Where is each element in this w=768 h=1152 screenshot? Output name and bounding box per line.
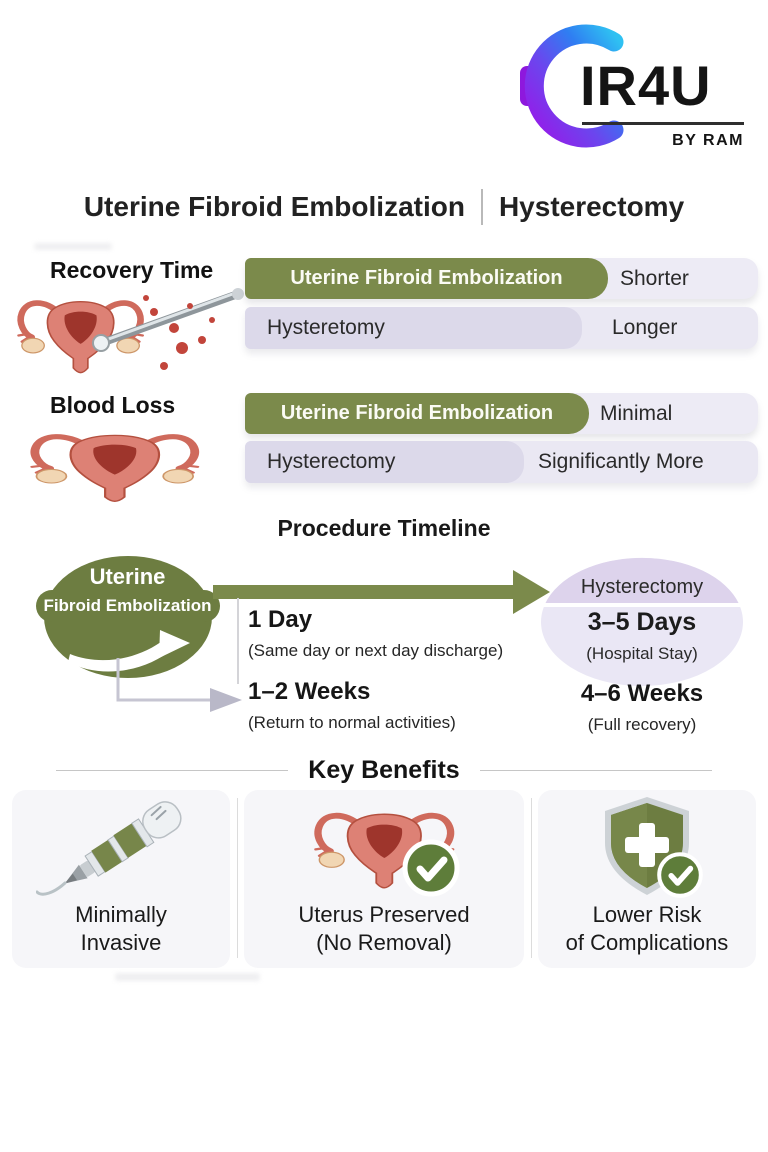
uterus-check-icon [244, 794, 524, 900]
hysterectomy-node-shape [538, 557, 746, 686]
ufe-node-subtitle: Fibroid Embolization [43, 596, 212, 615]
ufe-node-title: Uterine [89, 564, 166, 589]
timeline-arrow-icon [213, 570, 550, 614]
swoosh-arrow-icon [68, 630, 190, 672]
hysterectomy-bar: Hysterectomy [245, 441, 524, 483]
ufe-stage1: 1 Day (Same day or next day discharge) [248, 606, 503, 661]
benefit-label-line1: Minimally [75, 902, 167, 927]
page-title-right: Hysterectomy [498, 191, 685, 222]
collage-shadow [34, 243, 112, 250]
hysterectomy-stage2-caption: (Full recovery) [587, 715, 697, 734]
collage-shadow [115, 973, 260, 981]
ufe-bar-value: Minimal [600, 401, 673, 425]
hysterectomy-node-title: Hysterectomy [580, 576, 704, 598]
heading-rule-right [479, 770, 712, 771]
benefit-label: Minimally Invasive [12, 901, 230, 956]
hysterectomy-stage1-caption: (Hospital Stay) [586, 644, 698, 663]
benefit-label: Uterus Preserved (No Removal) [244, 901, 524, 956]
ufe-stage2: 1–2 Weeks (Return to normal activities) [248, 678, 456, 733]
catheter-device-icon [12, 794, 230, 900]
ufe-stage2-value: 1–2 Weeks [248, 678, 371, 705]
comparison-recovery-time: Recovery Time Uterine Fibroid Embolizati… [0, 248, 768, 382]
heading-rule-left [56, 770, 289, 771]
ufe-stage1-caption: (Same day or next day discharge) [248, 641, 504, 660]
logo-underline [582, 122, 744, 125]
key-benefits-heading: Key Benefits [308, 756, 460, 784]
key-benefits-heading-row: Key Benefits [0, 756, 768, 785]
benefit-label-line1: Uterus Preserved [298, 902, 470, 927]
ufe-bar: Uterine Fibroid Embolization [245, 393, 589, 434]
hysterectomy-timeline-node: Hysterectomy 3–5 Days (Hospital Stay) [538, 556, 746, 688]
shield-check-icon [538, 794, 756, 900]
uterus-catheter-icon [4, 288, 244, 382]
key-benefits-cards: Minimally Invasive Uterus Preserved (No … [12, 790, 756, 968]
elbow-connector-icon [116, 658, 242, 712]
timeline-divider [237, 598, 239, 684]
ufe-stage2-caption: (Return to normal activities) [248, 713, 456, 732]
benefit-label-line2: Invasive [80, 929, 162, 955]
c-arc-gradient-icon [520, 24, 624, 148]
page-title: Uterine Fibroid Embolization Hysterectom… [0, 189, 768, 225]
hysterectomy-stage2: 4–6 Weeks (Full recovery) [540, 680, 744, 735]
benefit-label-line2: of Complications [565, 929, 729, 955]
ufe-stage1-value: 1 Day [248, 606, 313, 633]
benefit-card-minimally-invasive: Minimally Invasive [12, 790, 230, 968]
benefit-label-line2: (No Removal) [316, 929, 452, 955]
ufe-bar-value: Shorter [620, 266, 689, 290]
benefit-label-line1: Lower Risk [592, 902, 702, 927]
section-label: Blood Loss [50, 392, 176, 418]
card-divider [237, 798, 238, 958]
hysterectomy-bar-value: Significantly More [538, 450, 704, 473]
logo-byline: BY RAM [672, 132, 744, 149]
hysterectomy-stage1-value: 3–5 Days [587, 608, 697, 636]
hysterectomy-bar: Hysteretomy [245, 307, 582, 349]
benefit-card-uterus-preserved: Uterus Preserved (No Removal) [244, 790, 524, 968]
comparison-blood-loss: Blood Loss Uterine Fibroid Embolization … [0, 383, 768, 513]
card-divider [531, 798, 532, 958]
title-divider [480, 189, 483, 225]
section-label: Recovery Time [50, 257, 214, 283]
ufe-timeline-node: Uterine Fibroid Embolization [20, 552, 235, 687]
hysterectomy-bar-value: Longer [612, 316, 678, 339]
timeline-heading: Procedure Timeline [277, 515, 491, 541]
hysterectomy-stage2-value: 4–6 Weeks [580, 680, 704, 707]
benefit-label: Lower Risk of Complications [538, 901, 756, 956]
uterus-icon [4, 417, 234, 509]
brand-logo: IR4U BY RAM [518, 14, 758, 160]
logo-text: IR4U [580, 54, 712, 117]
page-title-left: Uterine Fibroid Embolization [83, 191, 465, 222]
benefit-card-lower-risk: Lower Risk of Complications [538, 790, 756, 968]
ufe-bar: Uterine Fibroid Embolization [245, 258, 608, 299]
